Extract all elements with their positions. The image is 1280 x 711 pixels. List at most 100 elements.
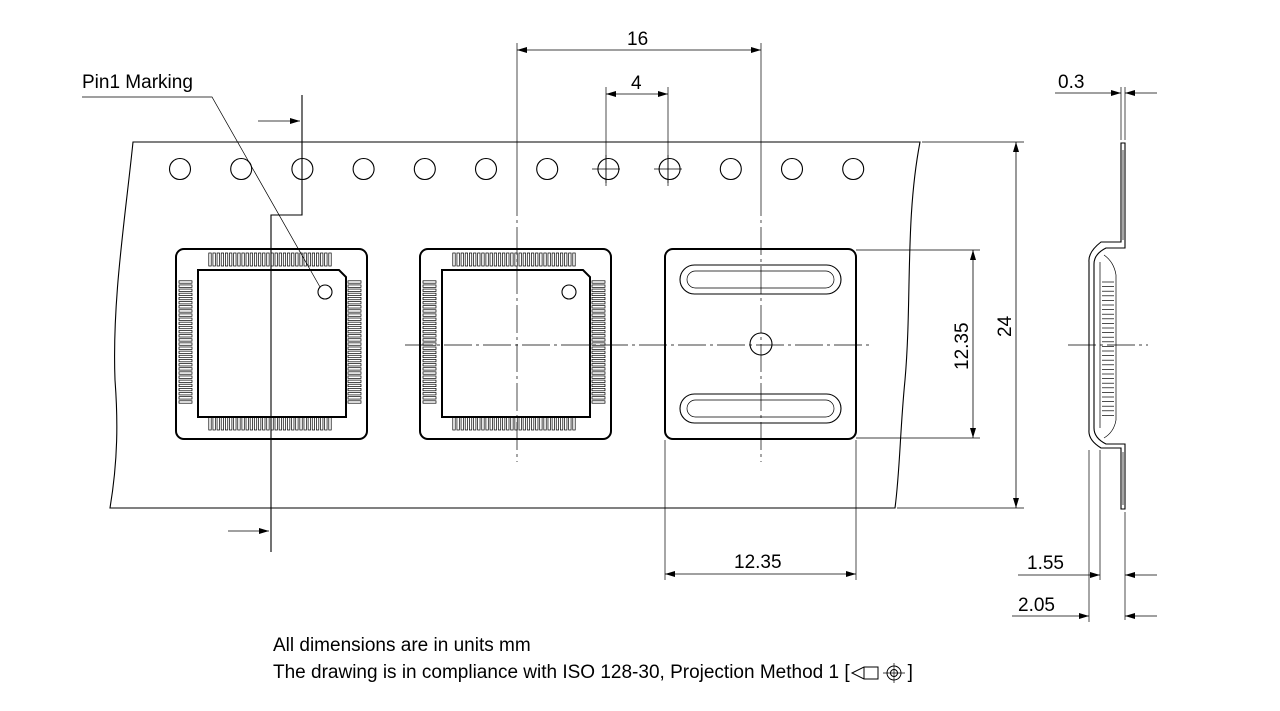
component-pin	[422, 346, 437, 350]
component-pin	[560, 416, 564, 431]
component-pin	[347, 350, 362, 354]
component-pin	[347, 400, 362, 404]
component-pin	[485, 252, 489, 267]
component-pin	[295, 416, 299, 431]
component-pin	[560, 252, 564, 267]
component-pin	[469, 416, 473, 431]
component-pin	[497, 252, 502, 267]
component-pin	[555, 416, 559, 431]
component-pin	[422, 383, 437, 387]
component-pin	[347, 309, 362, 313]
component-pin	[178, 338, 193, 342]
component-pin	[237, 252, 241, 267]
component-pin	[178, 305, 193, 309]
component-pin	[591, 342, 606, 346]
component-pin	[551, 252, 555, 267]
component-pin	[347, 371, 362, 375]
component-pin	[464, 252, 468, 267]
component-pin	[591, 317, 606, 321]
component-pin	[178, 280, 193, 284]
component-pin	[456, 416, 460, 431]
dimension-total-depth-label: 2.05	[1018, 595, 1055, 616]
component-pin	[422, 350, 437, 354]
component-pin	[291, 416, 295, 431]
component-pin	[481, 252, 485, 267]
component-pin	[591, 350, 606, 354]
component-pin	[473, 252, 477, 267]
component-pin	[591, 392, 606, 396]
component-pin	[178, 400, 193, 404]
component-pin	[347, 363, 362, 367]
sprocket-hole	[719, 157, 742, 181]
component-pin	[178, 392, 193, 396]
component-pin	[422, 375, 437, 379]
component-pin	[178, 396, 193, 400]
component-pin	[249, 416, 253, 431]
component-pin	[178, 383, 193, 387]
section-cut-line	[228, 95, 303, 552]
component-pin	[591, 396, 606, 400]
component-pin	[347, 338, 362, 342]
component-pin	[591, 354, 606, 359]
component-pin	[522, 252, 526, 267]
component-pin	[422, 301, 437, 305]
component-pin	[473, 416, 477, 431]
component-pin	[493, 416, 497, 431]
sprocket-hole	[168, 157, 192, 181]
component-pin	[274, 416, 278, 431]
pin1-marking-callout: Pin1 Marking	[82, 72, 321, 288]
dimension-4: 4	[605, 73, 669, 186]
first-angle-projection-icon	[850, 662, 905, 683]
component-pin	[591, 292, 606, 296]
component-pin	[422, 288, 437, 292]
component-pin	[422, 313, 437, 317]
component-pin	[208, 416, 212, 431]
component-pin	[178, 309, 193, 313]
component-pin	[178, 284, 193, 288]
component-pin	[178, 301, 193, 305]
component-pin	[307, 416, 311, 431]
component-pin	[591, 334, 606, 338]
dimension-tape-width-label: 24	[995, 315, 1016, 337]
sprocket-holes	[168, 155, 865, 183]
component-pin	[591, 325, 606, 330]
component-pin	[178, 325, 193, 330]
component-pin	[564, 252, 568, 267]
component-pin	[262, 416, 266, 431]
component-pin	[178, 288, 193, 292]
component-pin	[539, 252, 543, 267]
component-pin	[178, 359, 193, 363]
component-pin	[531, 252, 535, 267]
component-pin	[422, 363, 437, 367]
pin1-marking-dot-2	[561, 284, 577, 300]
component-pin	[347, 280, 362, 284]
component-pin	[422, 317, 437, 321]
component-pin	[591, 330, 606, 334]
pocket-3-empty	[664, 248, 857, 440]
component-pin	[591, 297, 606, 301]
component-pin	[208, 252, 212, 267]
component-pin	[282, 252, 287, 267]
component-pin	[178, 346, 193, 350]
component-pin	[233, 252, 237, 267]
component-pin	[178, 317, 193, 321]
component-pin	[307, 252, 311, 267]
component-pin	[591, 309, 606, 313]
component-pin	[347, 359, 362, 363]
component-pin	[266, 252, 270, 267]
component-pin	[422, 379, 437, 383]
component-pins-1	[178, 252, 362, 431]
component-pin	[543, 252, 547, 267]
component-body-2	[441, 269, 591, 418]
component-pin	[347, 284, 362, 288]
component-pin	[485, 416, 489, 431]
component-pin	[591, 388, 606, 392]
component-pin	[510, 252, 514, 267]
component-pin	[591, 280, 606, 284]
component-pin	[422, 388, 437, 392]
dimension-4-label: 4	[631, 73, 642, 94]
component-pin	[493, 252, 497, 267]
component-pin	[347, 342, 362, 346]
dimension-pocket-height-label: 12.35	[952, 322, 973, 370]
component-pin	[522, 416, 526, 431]
